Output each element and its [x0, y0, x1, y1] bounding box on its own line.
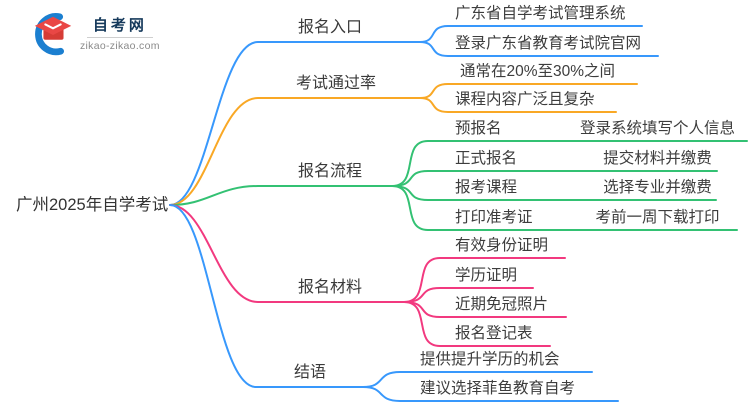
edge-leaf-process-4: [391, 185, 738, 231]
edge-leaf-materials-4: [403, 301, 551, 347]
leaf-step-print-ticket: 打印准考证: [455, 209, 533, 226]
leaf-step-course-selection-detail: 选择专业并缴费: [603, 179, 712, 196]
leaf-entry-official-site: 登录广东省教育考试院官网: [455, 35, 642, 52]
edge-branch-conclusion: [169, 204, 364, 388]
leaf-material-id: 有效身份证明: [455, 237, 549, 254]
leaf-material-form: 报名登记表: [455, 325, 533, 342]
branch-pass-rate: 考试通过率: [296, 75, 377, 92]
leaf-conclusion-recommendation: 建议选择菲鱼教育自考: [420, 380, 576, 397]
leaf-pass-rate-range: 通常在20%至30%之间: [460, 63, 616, 80]
branch-registration-process: 报名流程: [298, 163, 363, 180]
leaf-material-diploma: 学历证明: [455, 267, 518, 284]
logo-domain-url: zikao-zikao.com: [80, 39, 160, 52]
edge-leaf-entry-2: [419, 41, 659, 57]
edge-branch-pass-rate: [169, 97, 421, 206]
central-topic: 广州2025年自学考试: [16, 196, 169, 214]
edge-branch-registration-entry: [169, 41, 421, 206]
branch-conclusion: 结语: [294, 364, 327, 381]
edge-branch-materials: [169, 204, 405, 303]
leaf-step-course-selection: 报考课程: [455, 179, 518, 196]
leaf-step-print-ticket-detail: 考前一周下载打印: [595, 209, 720, 226]
edge-leaf-conclusion-2: [362, 386, 619, 402]
logo-divider: [86, 36, 153, 38]
branch-registration-materials: 报名材料: [298, 279, 363, 296]
leaf-step-pre-registration-detail: 登录系统填写个人信息: [579, 120, 735, 137]
graduation-cap-icon: [34, 13, 72, 56]
leaf-step-formal-registration: 正式报名: [455, 150, 518, 167]
edge-leaf-pass-2: [419, 97, 617, 113]
leaf-step-pre-registration: 预报名: [455, 120, 502, 137]
leaf-pass-rate-reason: 课程内容广泛且复杂: [455, 91, 595, 108]
leaf-entry-system: 广东省自学考试管理系统: [455, 5, 626, 22]
edge-leaf-process-1: [391, 140, 748, 187]
leaf-material-photo: 近期免冠照片: [455, 296, 549, 313]
site-logo[interactable]: 自考网 zikao-zikao.com: [30, 12, 160, 56]
leaf-conclusion-opportunity: 提供提升学历的机会: [420, 351, 560, 368]
leaf-step-formal-registration-detail: 提交材料并缴费: [603, 150, 712, 167]
branch-registration-entry: 报名入口: [298, 19, 363, 36]
edge-branch-process: [169, 185, 393, 206]
edge-leaf-materials-1: [403, 257, 566, 303]
logo-title: 自考网: [92, 16, 147, 34]
